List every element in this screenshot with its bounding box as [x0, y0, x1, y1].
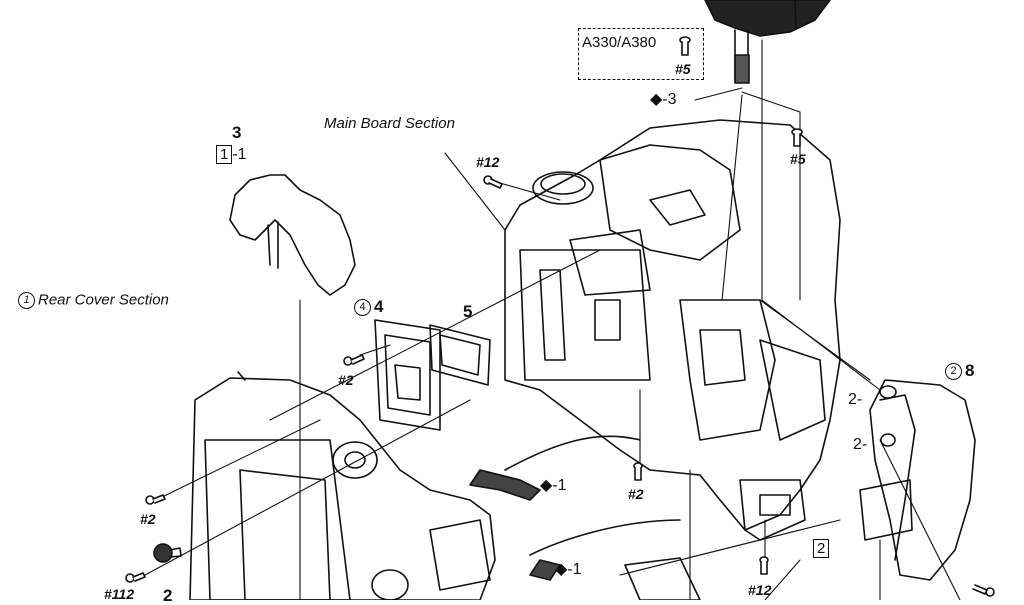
screw-icon-right-bottom	[972, 584, 995, 597]
lcd-frame-part	[374, 319, 441, 431]
main-board-section-label: Main Board Section	[324, 115, 455, 132]
part-number-8: 8	[965, 361, 975, 380]
callout-screw-2-center: #2	[628, 486, 644, 502]
variant-dashed-box	[578, 28, 704, 80]
grip-rubber-part	[229, 174, 356, 296]
leader-lines	[144, 39, 961, 600]
part-number-3: 3	[232, 123, 242, 142]
part-1-suffix: -1	[232, 146, 247, 163]
flex-cables	[469, 435, 701, 600]
part-number-2-bottom: 2	[163, 586, 173, 605]
callout-screw-112: #112	[104, 586, 135, 602]
lcd-glass-part	[429, 324, 491, 386]
part-ref-1-1: 1-1	[216, 145, 247, 164]
screw-icon-5-variant	[679, 36, 691, 56]
part-4-circle: 4	[354, 299, 371, 317]
top-mechanism	[704, 0, 831, 84]
callout-screw-12-top: #12	[476, 154, 500, 170]
callout-screw-2-lower: #2	[140, 511, 156, 527]
screw-icon-2-lower	[145, 494, 166, 505]
callout-screw-2-left: #2	[338, 372, 354, 388]
screw-icon-5-right	[791, 128, 803, 147]
part-number-5: 5	[463, 302, 473, 321]
camera-body	[504, 119, 841, 541]
part-8-circle: 2	[945, 363, 962, 381]
screw-icon-2-center	[633, 462, 643, 481]
part-1-box: 1	[216, 145, 233, 164]
variant-models-label: A330/A380	[582, 34, 657, 51]
rear-cover-circle-num: 1	[18, 292, 35, 309]
part-number-4: 4	[374, 297, 384, 316]
screw-icons	[125, 36, 995, 597]
callout-diamond-1a: ◆-1	[540, 477, 567, 494]
box-2-label: 2	[813, 539, 830, 558]
callout-screw-5-right: #5	[790, 151, 806, 167]
screw-icon-12-bottom	[759, 556, 769, 575]
rear-cover	[189, 371, 496, 600]
callout-ref-2a: 2-	[848, 391, 863, 408]
callout-screw-12-bottom: #12	[748, 582, 772, 598]
part-ref-box-2: 2	[813, 539, 830, 558]
gear-part	[153, 543, 182, 563]
screw-icon-112	[125, 572, 146, 583]
callout-ref-2b: 2-	[853, 436, 868, 453]
callout-diamond-1b: ◆-1	[555, 561, 582, 578]
screw-icon-12-top	[483, 175, 503, 189]
callout-diamond-3: ◆-3	[650, 91, 677, 108]
variant-screw-label: #5	[675, 61, 691, 77]
rear-cover-section-text: Rear Cover Section	[38, 291, 169, 309]
right-grip-part	[859, 379, 976, 581]
screw-icon-2-left	[343, 354, 365, 366]
